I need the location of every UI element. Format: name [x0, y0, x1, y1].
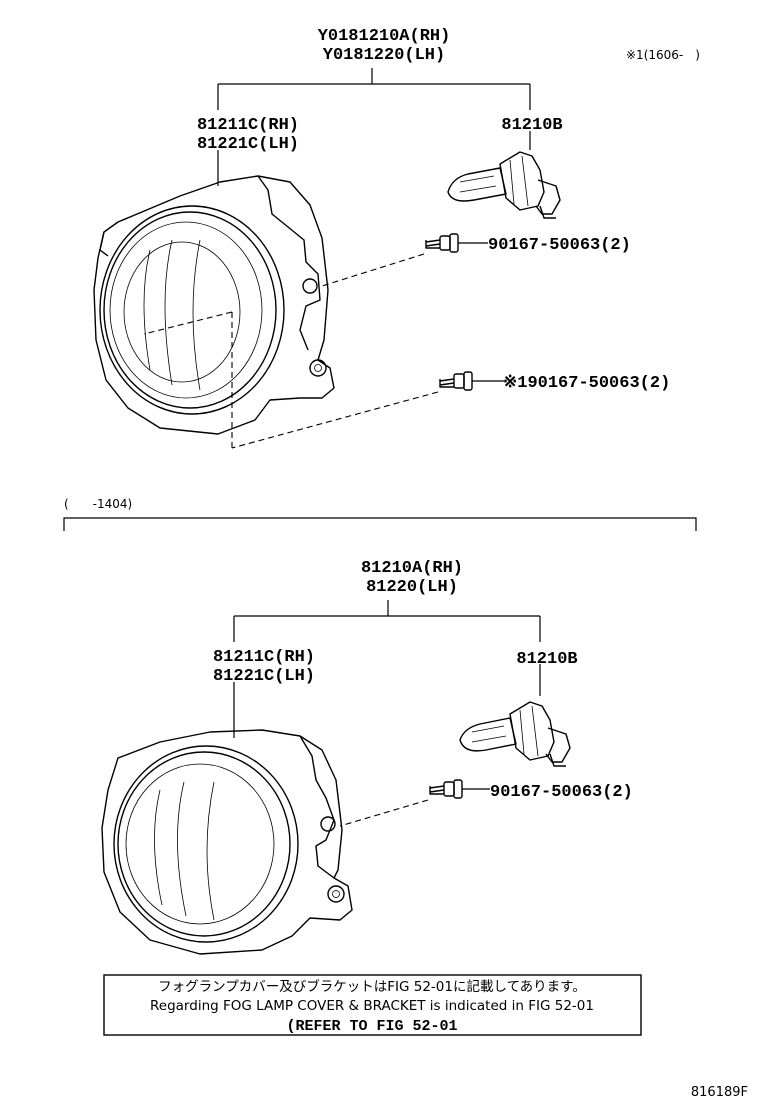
- lower-screw-label[interactable]: 90167-50063(2): [490, 783, 633, 802]
- notice-refer-line[interactable]: (REFER TO FIG 52-01: [286, 1018, 457, 1035]
- lower-bulb-label[interactable]: 81210B: [516, 650, 577, 669]
- upper-screw-2-drawing: [439, 371, 473, 391]
- upper-screw-1-label[interactable]: 90167-50063(2): [488, 236, 631, 255]
- upper-bracket-line: [217, 68, 531, 110]
- lower-section: 81210A(RH) 81220(LH) 81211C(RH) 81221C(L…: [101, 559, 633, 955]
- notice-japanese-line: フォグランプカバー及びブラケットはFIG 52-01に記載してあります。: [158, 978, 586, 995]
- section-divider-line: [63, 517, 697, 531]
- lower-lens-lh-label[interactable]: 81221C(LH): [213, 667, 315, 686]
- notice-english-line: Regarding FOG LAMP COVER & BRACKET is in…: [150, 998, 594, 1014]
- lower-bracket-line: [233, 600, 541, 642]
- upper-period-note: ※1(1606- ): [626, 48, 700, 62]
- upper-assembly-rh-label[interactable]: Y0181210A(RH): [318, 27, 451, 46]
- upper-lens-lh-label[interactable]: 81221C(LH): [197, 135, 299, 154]
- upper-lens-rh-label[interactable]: 81211C(RH): [197, 116, 299, 135]
- lower-lens-rh-label[interactable]: 81211C(RH): [213, 648, 315, 667]
- upper-screw-1-dashed-line: [321, 253, 425, 287]
- lower-assembly-lh-label[interactable]: 81220(LH): [366, 578, 458, 597]
- lower-screw-dashed-line: [339, 799, 429, 827]
- upper-fog-lamp-drawing: [93, 175, 335, 435]
- upper-section: Y0181210A(RH) Y0181220(LH) ※1(1606- ) 81…: [93, 27, 700, 449]
- upper-bulb-label[interactable]: 81210B: [501, 116, 562, 135]
- divider-period-label: ( -1404): [64, 497, 132, 511]
- lower-assembly-rh-label[interactable]: 81210A(RH): [361, 559, 463, 578]
- upper-screw-1-drawing: [425, 233, 459, 253]
- lower-bulb-drawing: [459, 701, 571, 767]
- lower-screw-drawing: [429, 779, 463, 799]
- upper-assembly-lh-label[interactable]: Y0181220(LH): [323, 46, 445, 65]
- figure-id-label: 816189F: [691, 1085, 748, 1100]
- upper-bulb-drawing: [447, 151, 561, 219]
- notice-box: フォグランプカバー及びブラケットはFIG 52-01に記載してあります。 Reg…: [103, 974, 642, 1036]
- lower-fog-lamp-drawing: [101, 729, 353, 955]
- upper-screw-2-label[interactable]: ※190167-50063(2): [503, 374, 670, 393]
- upper-screw-2-dashed-line: [143, 311, 439, 449]
